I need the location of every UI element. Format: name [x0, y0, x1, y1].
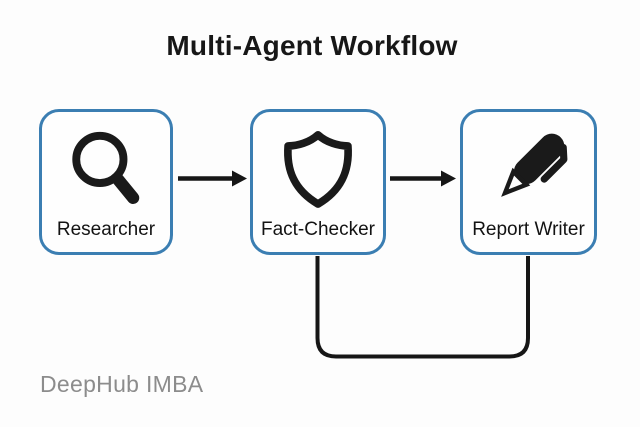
shield-icon: [277, 112, 359, 219]
watermark-text: DeepHub IMBA: [40, 371, 204, 397]
feedback-loop-report-writer-to-fact-checker: [315, 256, 530, 359]
node-fact-checker: Fact-Checker: [250, 109, 386, 255]
node-label-fact-checker: Fact-Checker: [260, 219, 376, 240]
arrow-fact-checker-to-report-writer: [390, 170, 456, 187]
magnifier-icon: [64, 112, 148, 219]
node-report-writer: Report Writer: [460, 109, 597, 255]
diagram-title: Multi-Agent Workflow: [166, 30, 458, 61]
pen-icon: [486, 112, 572, 219]
node-label-researcher: Researcher: [56, 219, 156, 240]
node-researcher: Researcher: [39, 109, 173, 255]
node-label-report-writer: Report Writer: [472, 219, 585, 240]
arrow-researcher-to-fact-checker: [178, 170, 247, 187]
